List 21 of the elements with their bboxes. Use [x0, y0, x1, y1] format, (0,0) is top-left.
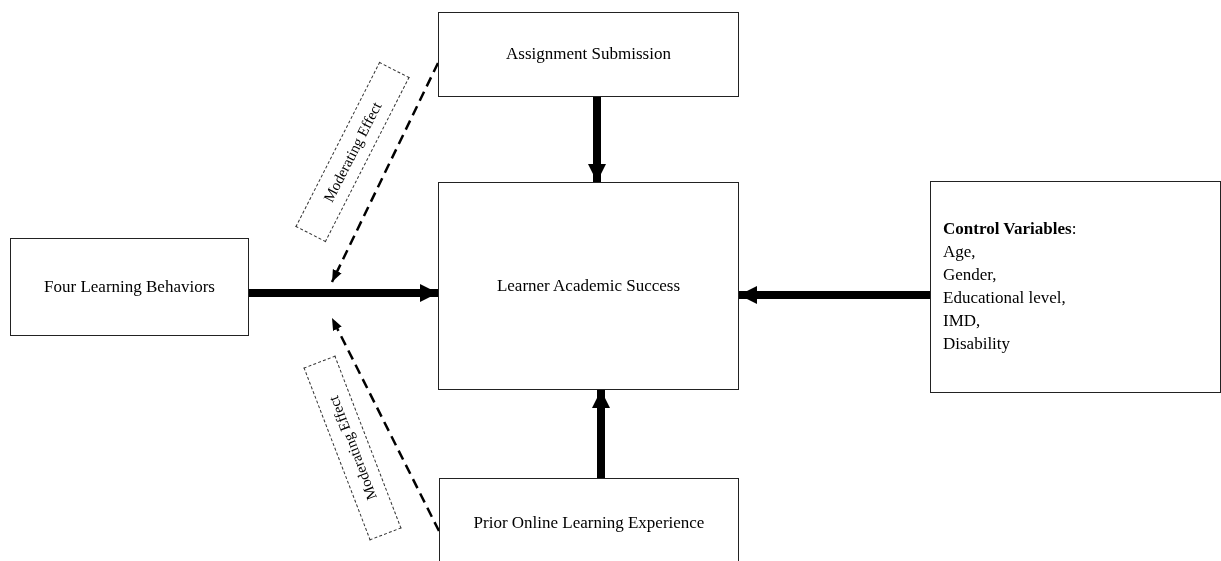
box-text: IMD, — [943, 309, 981, 332]
box-text: Gender, — [943, 264, 997, 287]
arrow — [330, 62, 440, 283]
concept-box — [439, 478, 739, 561]
concept-box — [438, 12, 739, 97]
arrow — [588, 97, 606, 182]
arrow — [249, 284, 438, 302]
arrow — [739, 286, 930, 304]
box-text: Age, — [943, 241, 976, 264]
concept-box — [438, 182, 739, 390]
box-text: Four Learning Behaviors — [44, 275, 215, 298]
concept-box — [10, 238, 249, 336]
box-text: Prior Online Learning Experience — [473, 512, 705, 535]
box-text: Educational level, — [943, 287, 1066, 309]
box-text: Assignment Submission — [506, 43, 671, 66]
box-text: Control Variables: — [943, 218, 1077, 241]
box-text: Learner Academic Success — [496, 274, 681, 297]
arrow — [330, 317, 441, 532]
concept-box — [930, 181, 1221, 393]
box-text: Disability — [943, 332, 1011, 355]
arrow — [592, 390, 610, 478]
